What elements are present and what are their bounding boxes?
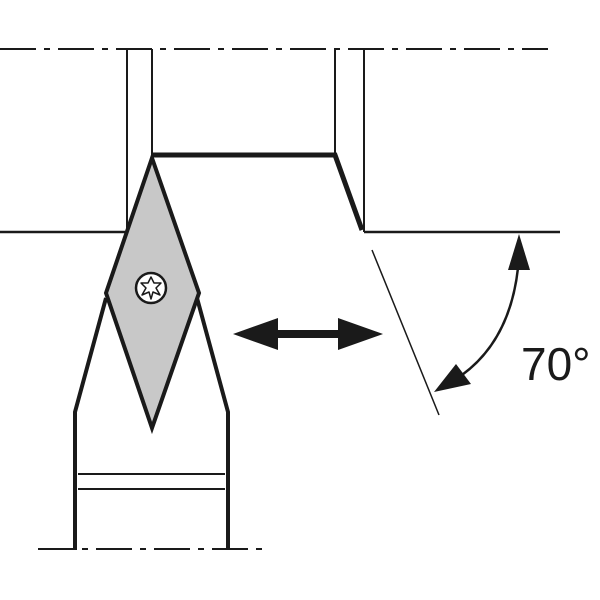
double-arrow-icon (233, 318, 383, 350)
angle-label: 70° (521, 338, 591, 390)
machined-profile (152, 152, 365, 231)
workpiece-outline (0, 49, 560, 234)
torx-screw-icon (134, 271, 168, 305)
tool-holder (73, 297, 230, 550)
curved-double-arrow-icon (434, 234, 530, 392)
angle-reference-line (371, 249, 440, 416)
